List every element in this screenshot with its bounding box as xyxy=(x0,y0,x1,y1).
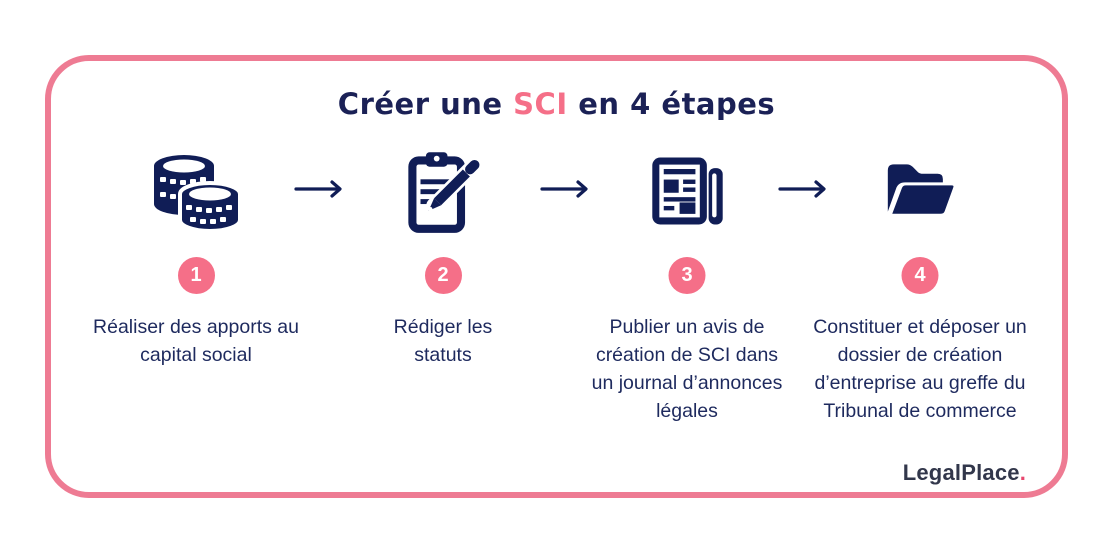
arrow-right-icon xyxy=(540,179,592,199)
step-label: Constituer et déposer un dossier de créa… xyxy=(813,316,1027,422)
clipboard-pencil-icon xyxy=(398,147,488,235)
step-label: Rédiger les statuts xyxy=(393,316,493,366)
step-number-badge: 3 xyxy=(668,257,706,294)
step-label: Réaliser des apports au capital social xyxy=(93,316,299,366)
arrow-right-icon xyxy=(778,179,830,199)
step-3: 3 Publier un avis de création de SCI dan… xyxy=(585,147,790,425)
newspaper-icon xyxy=(641,147,733,235)
infographic-card: Créer une SCI en 4 étapes 1 Réaliser des… xyxy=(45,55,1068,498)
logo-text: LegalPlace xyxy=(902,460,1020,485)
coins-icon xyxy=(148,147,244,235)
page-title: Créer une SCI en 4 étapes xyxy=(51,87,1062,121)
arrow-right-icon xyxy=(294,179,346,199)
step-1: 1 Réaliser des apports au capital social xyxy=(67,147,325,369)
step-number-badge: 4 xyxy=(901,257,939,294)
title-part1: Créer une xyxy=(337,87,514,121)
title-highlight: SCI xyxy=(513,87,568,121)
step-label: Publier un avis de création de SCI dans … xyxy=(591,316,783,422)
step-number-badge: 1 xyxy=(177,257,215,294)
logo-dot: . xyxy=(1019,460,1026,485)
legalplace-logo: LegalPlace. xyxy=(903,460,1026,486)
step-number-badge: 2 xyxy=(424,257,462,294)
step-2: 2 Rédiger les statuts xyxy=(368,147,518,369)
folder-icon xyxy=(876,147,964,235)
title-part2: en 4 étapes xyxy=(567,87,776,121)
step-4: 4 Constituer et déposer un dossier de cr… xyxy=(813,147,1028,425)
